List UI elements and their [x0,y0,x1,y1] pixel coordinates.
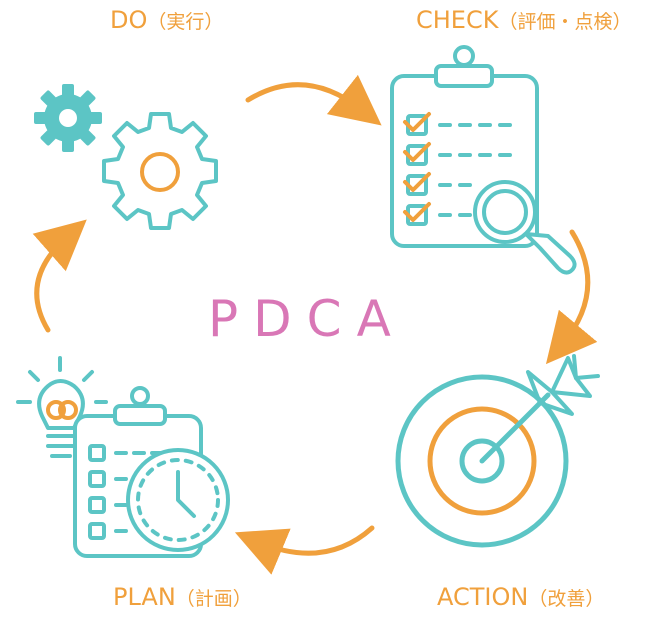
pdca-title: PDCA [208,290,406,348]
gears-icon [34,84,218,230]
target-arrow-icon [395,354,600,548]
arrow-check-to-action [545,229,598,365]
check-stage-label: CHECK（評価・点検） [416,6,631,34]
cycle-arrows [32,74,598,575]
action-stage-label: ACTION（改善） [437,583,604,611]
action-label-jp: （改善） [528,588,605,610]
plan-label-jp: （計画） [175,588,252,610]
clipboard-clock-lightbulb-icon [16,356,230,558]
arrow-plan-to-do [32,219,87,333]
clipboard-check-magnifier-icon [390,45,577,275]
plan-label-en: PLAN [113,583,176,611]
do-stage-label: DO（実行） [110,6,223,34]
plan-stage-label: PLAN（計画） [113,583,252,611]
check-label-en: CHECK [416,6,499,34]
do-label-en: DO [110,6,148,34]
do-label-jp: （実行） [147,11,224,33]
check-label-jp: （評価・点検） [498,11,632,33]
arrow-action-to-plan [234,525,375,575]
arrow-do-to-check [245,74,382,126]
action-label-en: ACTION [437,583,529,611]
